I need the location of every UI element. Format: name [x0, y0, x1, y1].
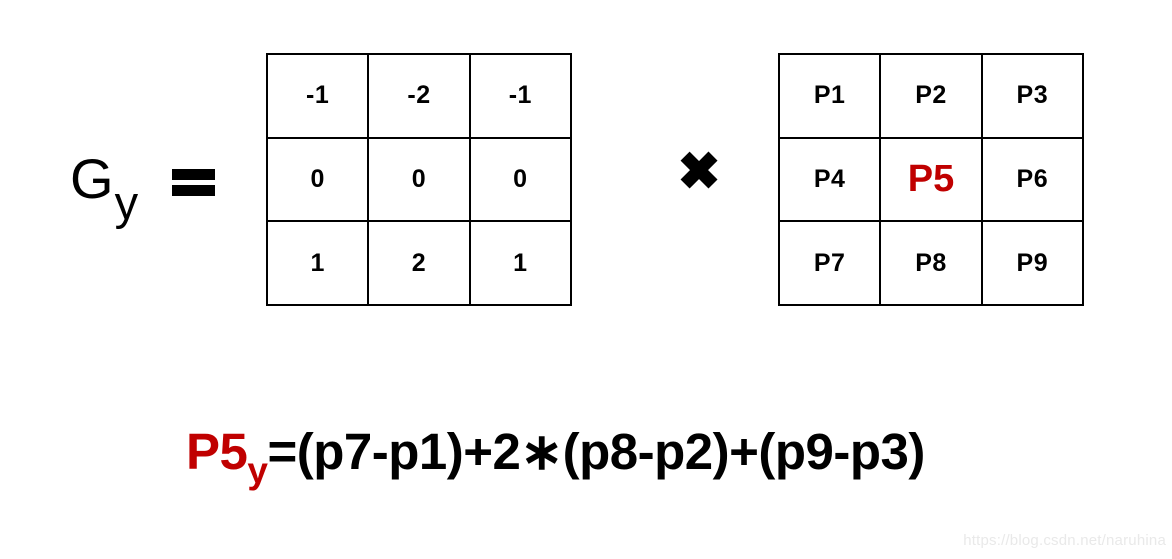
- kernel-cell: -1: [469, 54, 571, 138]
- equals-bar-top: [172, 169, 215, 180]
- gy-label: Gy: [70, 146, 138, 229]
- pixel-cell: P8: [880, 221, 982, 305]
- gradient-formula: P5y=(p7-p1)+2∗(p8-p2)+(p9-p3): [186, 422, 925, 491]
- pixel-cell: P4: [779, 137, 881, 222]
- formula-lhs: P5: [186, 423, 248, 480]
- pixel-cell: P2: [880, 54, 982, 138]
- pixel-cell-p5-highlighted: P5: [880, 137, 982, 222]
- pixel-cell: P3: [981, 54, 1083, 138]
- kernel-cell: -2: [368, 54, 470, 138]
- kernel-cell: -1: [267, 54, 369, 138]
- equals-operator-icon: [172, 169, 215, 196]
- equals-bar-bottom: [172, 185, 215, 196]
- multiply-operator-icon: ✖: [677, 143, 721, 201]
- pixel-cell: P1: [779, 54, 881, 138]
- pixel-cell: P6: [981, 137, 1083, 222]
- kernel-cell: 1: [267, 221, 369, 305]
- pixel-cell: P7: [779, 221, 881, 305]
- kernel-cell: 0: [469, 137, 571, 222]
- watermark-url: https://blog.csdn.net/naruhina: [963, 532, 1166, 549]
- kernel-cell: 1: [469, 221, 571, 305]
- pixel-neighborhood-matrix: P1 P2 P3 P4 P5 P6 P7 P8 P9: [778, 53, 1084, 306]
- kernel-cell: 2: [368, 221, 470, 305]
- pixel-cell: P9: [981, 221, 1083, 305]
- gy-label-subscript: y: [114, 176, 139, 229]
- gy-label-base: G: [70, 147, 114, 210]
- kernel-cell: 0: [267, 137, 369, 222]
- formula-rhs: =(p7-p1)+2∗(p8-p2)+(p9-p3): [267, 423, 925, 480]
- formula-lhs-subscript: y: [247, 450, 268, 491]
- kernel-cell: 0: [368, 137, 470, 222]
- sobel-y-kernel-matrix: -1 -2 -1 0 0 0 1 2 1: [266, 53, 572, 306]
